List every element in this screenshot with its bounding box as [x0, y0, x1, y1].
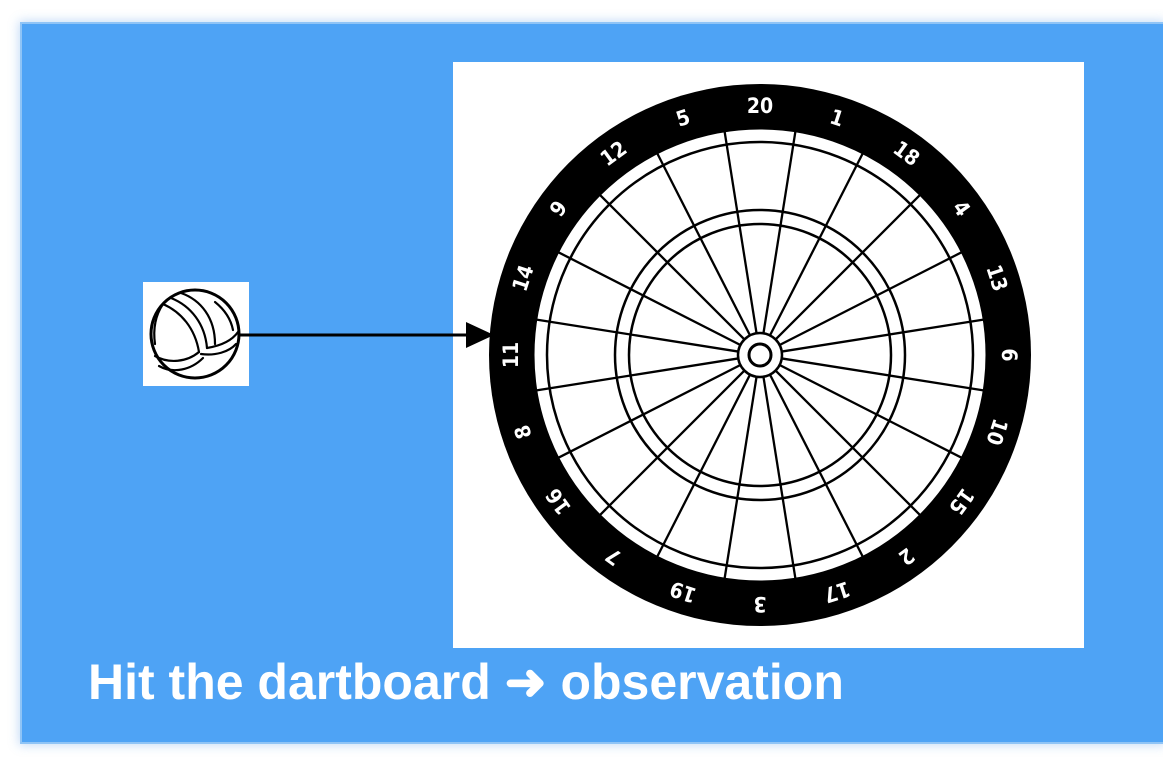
dartboard-number-20: 20: [747, 94, 773, 118]
volleyball-icon: [143, 282, 249, 386]
dartboard-number-3: 3: [753, 592, 766, 616]
caption: Hit the dartboard ➜ observation: [88, 650, 1148, 714]
volleyball-panel: [143, 282, 249, 386]
bullseye: [749, 344, 771, 366]
dartboard-number-6: 6: [997, 348, 1021, 361]
dartboard-number-11: 11: [499, 342, 523, 368]
